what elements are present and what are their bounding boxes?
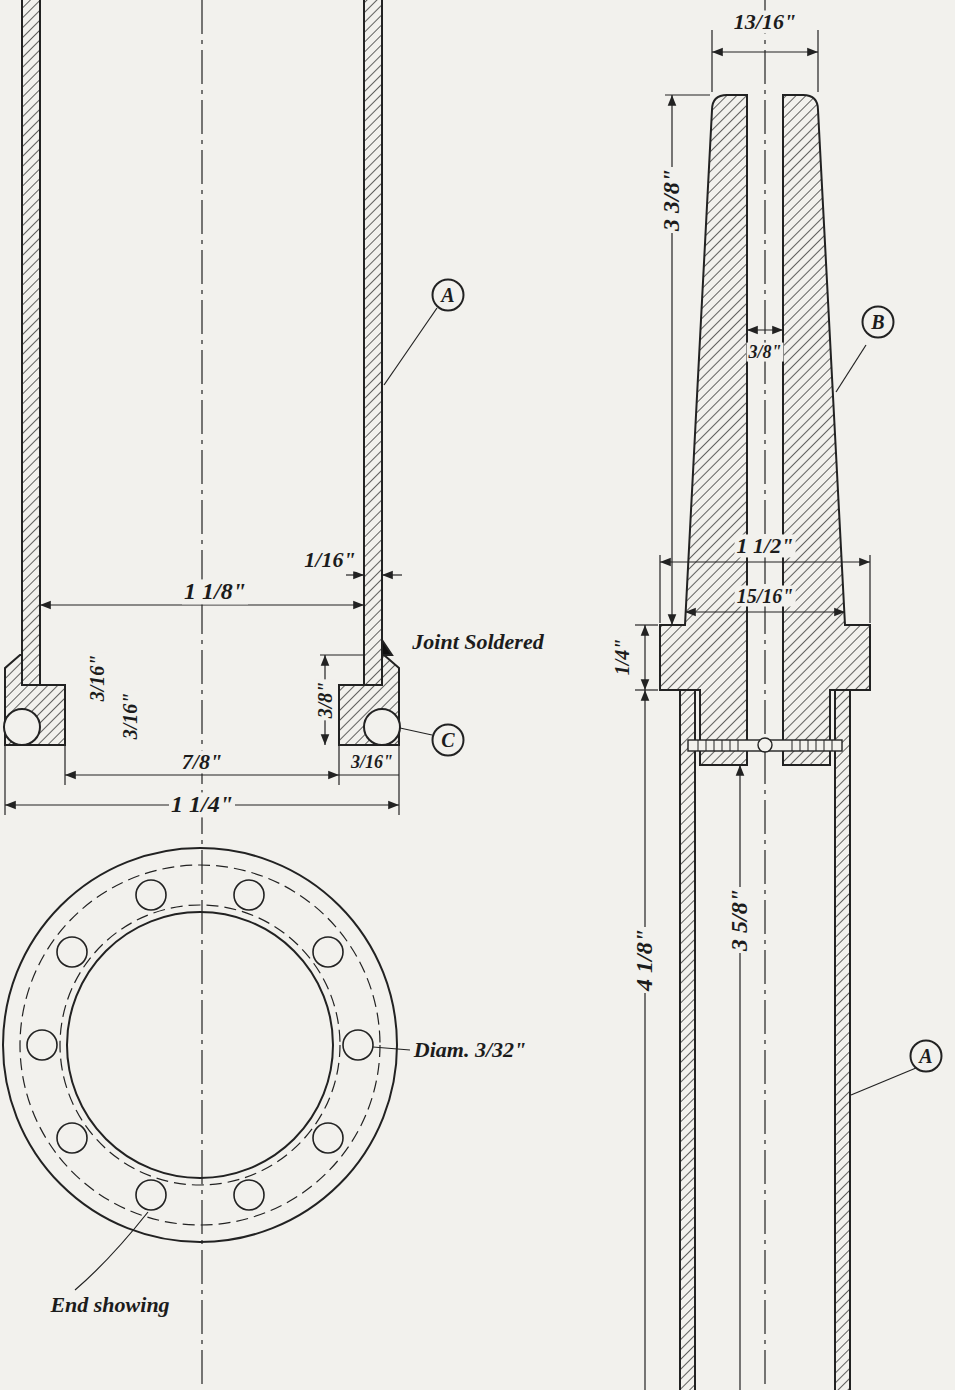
- dimension-label: 1/16": [302, 548, 357, 571]
- dimension-label: 13/16": [732, 10, 798, 33]
- part-callout: C: [431, 723, 465, 757]
- part-callout: A: [909, 1039, 943, 1073]
- dimension-label: 1/4": [612, 637, 633, 678]
- callout-letter: B: [871, 312, 884, 332]
- dimension-label: 3/16": [120, 691, 141, 742]
- dimension-lines: [635, 30, 916, 1390]
- dimension-label: 3/16": [87, 653, 108, 704]
- part-callout: B: [861, 305, 895, 339]
- dimension-label: 15/16": [735, 586, 796, 607]
- dimension-label: 3/8": [747, 343, 784, 362]
- note-label: End showing: [48, 1293, 171, 1316]
- dimension-label: 7/8": [180, 750, 224, 773]
- callout-letter: C: [441, 730, 454, 750]
- dimension-label: 3 3/8": [659, 167, 684, 233]
- dimension-label: 1 1/8": [182, 579, 248, 604]
- dimension-label: 1 1/4": [169, 792, 235, 817]
- callout-letter: A: [441, 285, 454, 305]
- note-label: Diam. 3/32": [412, 1038, 528, 1061]
- dimension-label: 4 1/8": [632, 927, 657, 993]
- part-callout: A: [431, 278, 465, 312]
- note-label: Joint Soldered: [410, 630, 545, 653]
- dimension-label: 3/16": [349, 753, 395, 772]
- tube-section: [4, 0, 400, 745]
- callout-letter: A: [919, 1046, 932, 1066]
- end-view: [3, 848, 410, 1290]
- dimension-label: 3 5/8": [727, 887, 752, 953]
- stopper-section: [660, 95, 870, 1390]
- dimension-label: 1 1/2": [735, 534, 796, 557]
- dimension-lines: [5, 308, 437, 815]
- dimension-label: 3/8": [315, 680, 336, 721]
